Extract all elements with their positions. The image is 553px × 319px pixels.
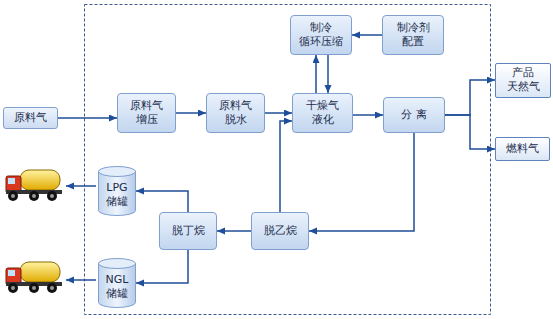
flow-arrow xyxy=(445,80,495,115)
node-label: 制冷剂 配置 xyxy=(387,21,439,50)
flow-arrow xyxy=(217,230,251,232)
node-label: 原料气 脱水 xyxy=(211,99,260,128)
truck-wheel xyxy=(29,283,39,293)
wheel-hub xyxy=(32,286,36,290)
flow-arrow xyxy=(136,250,188,283)
wheel-hub xyxy=(50,286,54,290)
truck-wheel xyxy=(8,191,18,201)
process-box: 原料气 增压 xyxy=(117,93,176,133)
process-box: 干燥气 液化 xyxy=(292,93,353,133)
flow-arrow xyxy=(136,191,188,212)
truck-wheel xyxy=(47,191,57,201)
truck-wheel xyxy=(47,283,57,293)
node-label: 原料气 增压 xyxy=(122,99,171,128)
wheel-hub xyxy=(11,286,15,290)
truck-wheel xyxy=(8,283,18,293)
wheel-hub xyxy=(11,194,15,198)
flow-arrow xyxy=(352,34,382,36)
node-label: 制冷 循环压缩 xyxy=(295,21,347,50)
truck-wheel xyxy=(29,191,39,201)
output-box: 燃料气 xyxy=(495,137,550,161)
flow-arrow xyxy=(265,112,292,114)
truck-window xyxy=(8,270,15,276)
node-label: 产品 天然气 xyxy=(500,66,546,95)
node-label: 燃料气 xyxy=(506,142,539,156)
node-label: 脱丁烷 xyxy=(172,224,205,238)
wheel-hub xyxy=(50,194,54,198)
process-box: 原料气 脱水 xyxy=(206,93,265,133)
tank-body xyxy=(99,263,136,308)
process-box: 脱丁烷 xyxy=(159,212,217,250)
storage-tank: LPG 储罐 xyxy=(98,166,136,216)
tanker-truck xyxy=(6,170,62,201)
wheel-hub xyxy=(32,194,36,198)
node-label: 脱乙烷 xyxy=(264,224,297,238)
truck-window xyxy=(8,178,15,184)
flow-arrow xyxy=(327,55,329,93)
node-label: 干燥气 液化 xyxy=(297,99,348,128)
process-box: 脱乙烷 xyxy=(251,212,309,250)
node-label: 原料气 xyxy=(14,111,47,125)
flow-arrow xyxy=(353,114,383,116)
flow-arrow xyxy=(309,133,414,231)
input-box: 原料气 xyxy=(3,107,58,129)
flow-arrow xyxy=(315,55,317,93)
loading-arrow xyxy=(66,279,96,281)
tank-body xyxy=(99,171,136,216)
process-box: 制冷 循环压缩 xyxy=(290,15,352,55)
node-label: NGL 储罐 xyxy=(103,273,131,302)
output-box: 产品 天然气 xyxy=(495,63,551,98)
loading-arrow xyxy=(66,185,96,187)
node-label: LPG 储罐 xyxy=(103,181,131,210)
process-box: 分 离 xyxy=(383,97,445,133)
flow-arrow xyxy=(176,112,206,114)
flow-arrow xyxy=(445,115,495,149)
storage-tank: NGL 储罐 xyxy=(98,258,136,308)
node-label: 分 离 xyxy=(401,108,427,122)
tank-top xyxy=(99,259,136,269)
plant-boundary xyxy=(85,5,491,315)
truck-tank xyxy=(20,262,60,282)
flow-arrow xyxy=(280,121,292,212)
flow-arrow xyxy=(58,117,117,119)
truck-tank xyxy=(20,170,60,190)
tanker-truck xyxy=(6,262,62,293)
process-box: 制冷剂 配置 xyxy=(382,15,444,55)
tank-top xyxy=(99,167,136,177)
